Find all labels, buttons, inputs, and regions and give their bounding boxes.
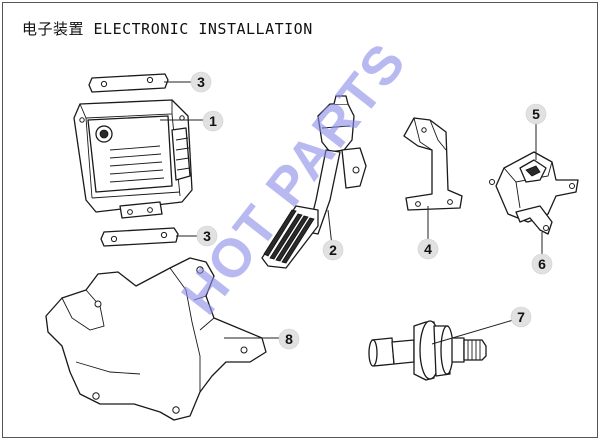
callout-3a: 3 <box>190 71 212 93</box>
callout-label: 3 <box>203 228 211 244</box>
callout-2: 2 <box>322 239 344 261</box>
callout-5: 5 <box>525 103 547 125</box>
callout-bubble <box>278 328 300 350</box>
callout-label: 1 <box>209 113 217 129</box>
callout-3b: 3 <box>196 225 218 247</box>
sensor-assembly <box>489 151 579 235</box>
callout-bubble <box>190 71 212 93</box>
callout-label: 8 <box>285 331 293 347</box>
sensor-bracket <box>403 117 463 211</box>
callout-bubble <box>202 110 224 132</box>
callout-label: 5 <box>532 106 540 122</box>
page-title: 电子装置 ELECTRONIC INSTALLATION <box>22 20 313 38</box>
callout-bubble <box>525 103 547 125</box>
callout-6: 6 <box>531 253 553 275</box>
callout-bubble <box>417 238 439 260</box>
callout-bubble <box>531 253 553 275</box>
pressure-sensor <box>368 320 487 381</box>
bracket-strip-lower <box>100 227 179 247</box>
bracket-strip-upper <box>88 73 169 93</box>
callout-label: 2 <box>329 242 337 258</box>
callout-bubble <box>196 225 218 247</box>
callout-1: 1 <box>202 110 224 132</box>
callout-7: 7 <box>510 306 532 328</box>
ecu-unit <box>73 99 193 219</box>
callout-label: 4 <box>424 241 432 257</box>
accelerator-pedal <box>261 95 367 269</box>
callout-label: 3 <box>197 74 205 90</box>
callout-8: 8 <box>278 328 300 350</box>
mounting-bracket <box>45 257 267 421</box>
callout-4: 4 <box>417 238 439 260</box>
callout-label: 6 <box>538 256 546 272</box>
callout-bubble <box>322 239 344 261</box>
callout-label: 7 <box>517 309 525 325</box>
callout-bubble <box>510 306 532 328</box>
